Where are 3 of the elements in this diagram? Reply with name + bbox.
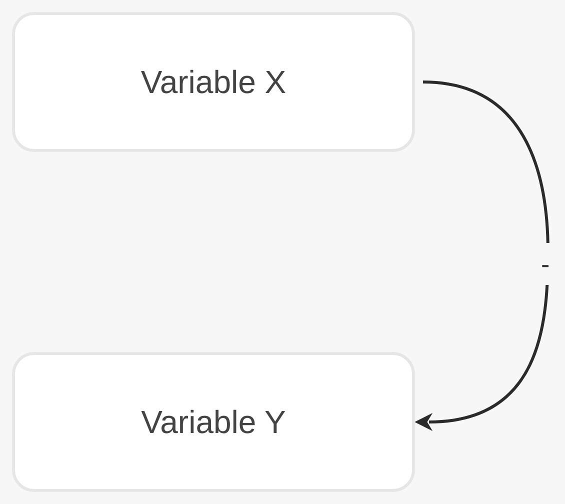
rounded-box: Variable Y — [12, 352, 415, 492]
rounded-box: Variable X — [12, 12, 415, 152]
curved-arrow — [414, 80, 550, 431]
